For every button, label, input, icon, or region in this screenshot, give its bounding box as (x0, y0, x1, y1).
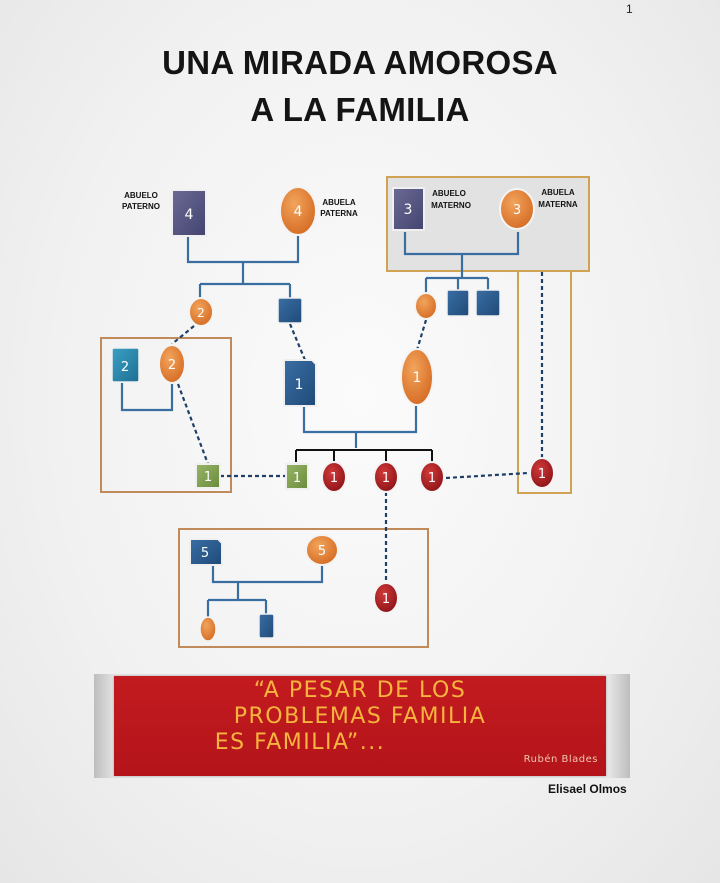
abuelo-materno-node: 3 (392, 187, 425, 231)
spouse-5-male-number: 5 (201, 546, 209, 561)
daughter-3-number: 1 (428, 471, 436, 486)
label-abuelo-materno-line-1: ABUELO (432, 189, 466, 198)
daughter-2-number: 1 (382, 471, 390, 486)
spouse-5-female-number: 5 (318, 544, 326, 559)
paternal-aunt-number: 2 (197, 306, 205, 320)
box-uncle-number: 2 (121, 360, 129, 375)
solid-connections (120, 232, 520, 618)
mother-node: 1 (400, 348, 434, 406)
abuelo-materno-number: 3 (404, 202, 413, 218)
spouse-5-male-node: 5 (189, 538, 223, 566)
dashed-connections (171, 272, 544, 584)
cousin-right-node: 1 (529, 457, 555, 489)
label-abuela-paterna-line-2: PATERNA (320, 209, 358, 218)
box-aunt-number: 2 (168, 358, 176, 373)
abuela-paterna-number: 4 (294, 204, 303, 220)
daughter-spouse-number: 1 (382, 592, 390, 607)
label-abuelo-paterno-line-2: PATERNO (122, 202, 160, 211)
quote-line-3: ES FAMILIA”... (214, 730, 386, 755)
label-abuelo-paterno-line-1: ABUELO (124, 191, 158, 200)
label-abuelo-materno-line-2: MATERNO (431, 201, 471, 210)
quote-line-2: PROBLEMAS FAMILIA (233, 704, 487, 729)
cousin-right-number: 1 (538, 467, 546, 482)
abuela-paterna-node: 4 (279, 186, 317, 236)
genogram-diagram: 4 4 3 3 2 2 2 1 1 1 (100, 176, 590, 648)
page-title-line-1: UNA MIRADA AMOROSA (162, 44, 558, 81)
daughter-3-node: 1 (419, 461, 445, 493)
mother-number: 1 (413, 370, 422, 386)
label-abuela-materna-line-2: MATERNA (538, 200, 578, 209)
maternal-uncle-2-node (475, 289, 501, 317)
paternal-uncle-node (277, 297, 303, 324)
son-number: 1 (293, 471, 301, 486)
abuela-materna-number: 3 (513, 203, 521, 218)
quote-box: “A PESAR DE LOS PROBLEMAS FAMILIA ES FAM… (114, 676, 606, 776)
next-generation-box (178, 528, 429, 648)
author-name: Elisael Olmos (548, 782, 627, 796)
grandchild-male-node (258, 613, 275, 639)
father-number: 1 (295, 377, 304, 393)
cousin-left-number: 1 (204, 470, 212, 485)
daughter-1-node: 1 (321, 461, 347, 493)
daughter-spouse-node: 1 (373, 582, 399, 614)
maternal-uncle-1-node (446, 289, 470, 317)
daughter-2-node: 1 (373, 461, 399, 493)
page-title-line-2: A LA FAMILIA (250, 91, 470, 128)
abuelo-paterno-node: 4 (171, 189, 207, 237)
maternal-side-box (517, 270, 572, 494)
grandchild-female-node (199, 616, 217, 642)
father-node: 1 (283, 359, 317, 407)
sibling-line (295, 449, 433, 462)
label-abuela-paterna-line-1: ABUELA (322, 198, 356, 207)
abuela-materna-node: 3 (499, 188, 535, 230)
cousin-left-node: 1 (195, 463, 221, 489)
son-node: 1 (285, 463, 309, 490)
spouse-5-female-node: 5 (305, 534, 339, 566)
paternal-aunt-node: 2 (188, 297, 214, 327)
page-number: 1 (626, 2, 633, 16)
daughter-1-number: 1 (330, 471, 338, 486)
box-aunt-node: 2 (158, 344, 186, 384)
paternal-aunt-box (100, 337, 232, 493)
label-abuela-materna-line-1: ABUELA (541, 188, 575, 197)
quote-line-1: “A PESAR DE LOS (253, 678, 467, 703)
quote-author: Rubén Blades (523, 754, 598, 765)
box-uncle-node: 2 (111, 347, 140, 383)
abuelo-paterno-number: 4 (185, 207, 194, 223)
maternal-aunt-node (414, 292, 438, 320)
